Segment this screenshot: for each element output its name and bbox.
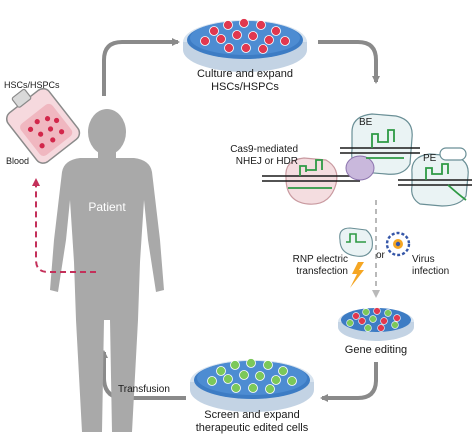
or-label: or (376, 250, 385, 261)
lightning-icon (350, 262, 364, 288)
culture-label: Culture and expand HSCs/HSPCs (196, 68, 293, 93)
arrow-gene-editing-to-screen (320, 362, 378, 402)
screen-label: Screen and expand therapeutic edited cel… (195, 409, 309, 434)
rnp-label: RNP electric transfection (292, 254, 348, 277)
arrow-blood-to-culture (102, 38, 180, 96)
arrow-culture-to-editors (318, 40, 380, 84)
patient-label: Patient (88, 200, 126, 214)
petri-dish-icon-gene-editing (338, 307, 414, 341)
petri-dish-icon-screen (190, 358, 314, 412)
virus-icon (385, 231, 411, 257)
base-editor-icon (340, 113, 420, 181)
cas9-label: Cas9-mediated NHEJ or HDR (230, 144, 298, 167)
blood-label: Blood (6, 156, 30, 166)
be-label: BE (359, 117, 373, 128)
petri-dish-icon-culture (183, 18, 307, 72)
virus-label: Virus infection (412, 254, 450, 277)
pe-label: PE (423, 153, 437, 164)
transfusion-label: Transfusion (118, 384, 170, 395)
hscs-label: HSCs/HSPCs (4, 80, 60, 90)
gene-editing-label: Gene editing (344, 344, 408, 356)
rnp-icon (339, 227, 373, 257)
blood-bag-icon (5, 87, 81, 164)
prime-editor-icon (398, 147, 472, 207)
patient-silhouette-icon (50, 109, 164, 432)
cas9-complex-icon (262, 157, 360, 205)
